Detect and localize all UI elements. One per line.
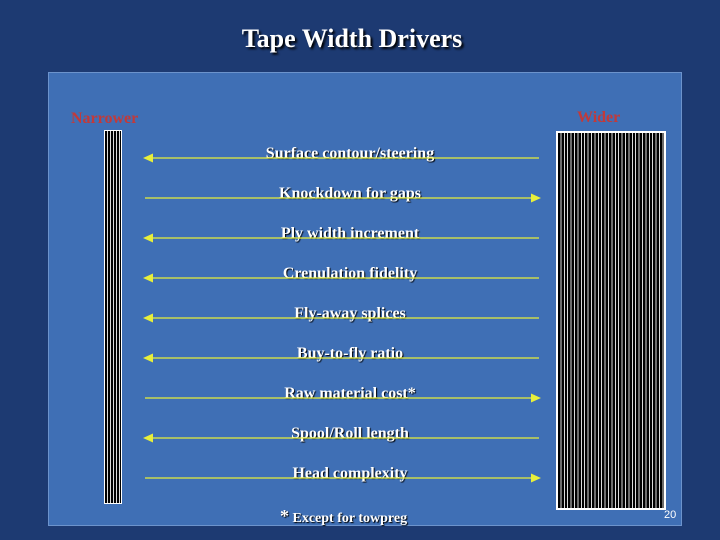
narrow-tape-graphic [104, 130, 122, 504]
page-title: Tape Width Drivers [241, 24, 463, 53]
arrow-left-icon [143, 353, 539, 363]
arrow-left-icon [143, 273, 539, 283]
arrow-left-icon [143, 433, 539, 443]
wider-label: Wider [577, 109, 621, 126]
arrow-right-icon [145, 393, 541, 403]
wide-tape-graphic [556, 131, 666, 510]
page-number: 20 [664, 509, 677, 521]
arrow-right-icon [145, 193, 541, 203]
footnote-text: Except for towpreg [292, 511, 408, 526]
footnote-star: * [280, 506, 289, 526]
arrow-left-icon [143, 233, 539, 243]
narrower-label: Narrower [71, 110, 139, 127]
arrow-left-icon [143, 153, 539, 163]
arrow-right-icon [145, 473, 541, 483]
footnote: * Except for towpreg [280, 506, 407, 527]
arrow-left-icon [143, 313, 539, 323]
